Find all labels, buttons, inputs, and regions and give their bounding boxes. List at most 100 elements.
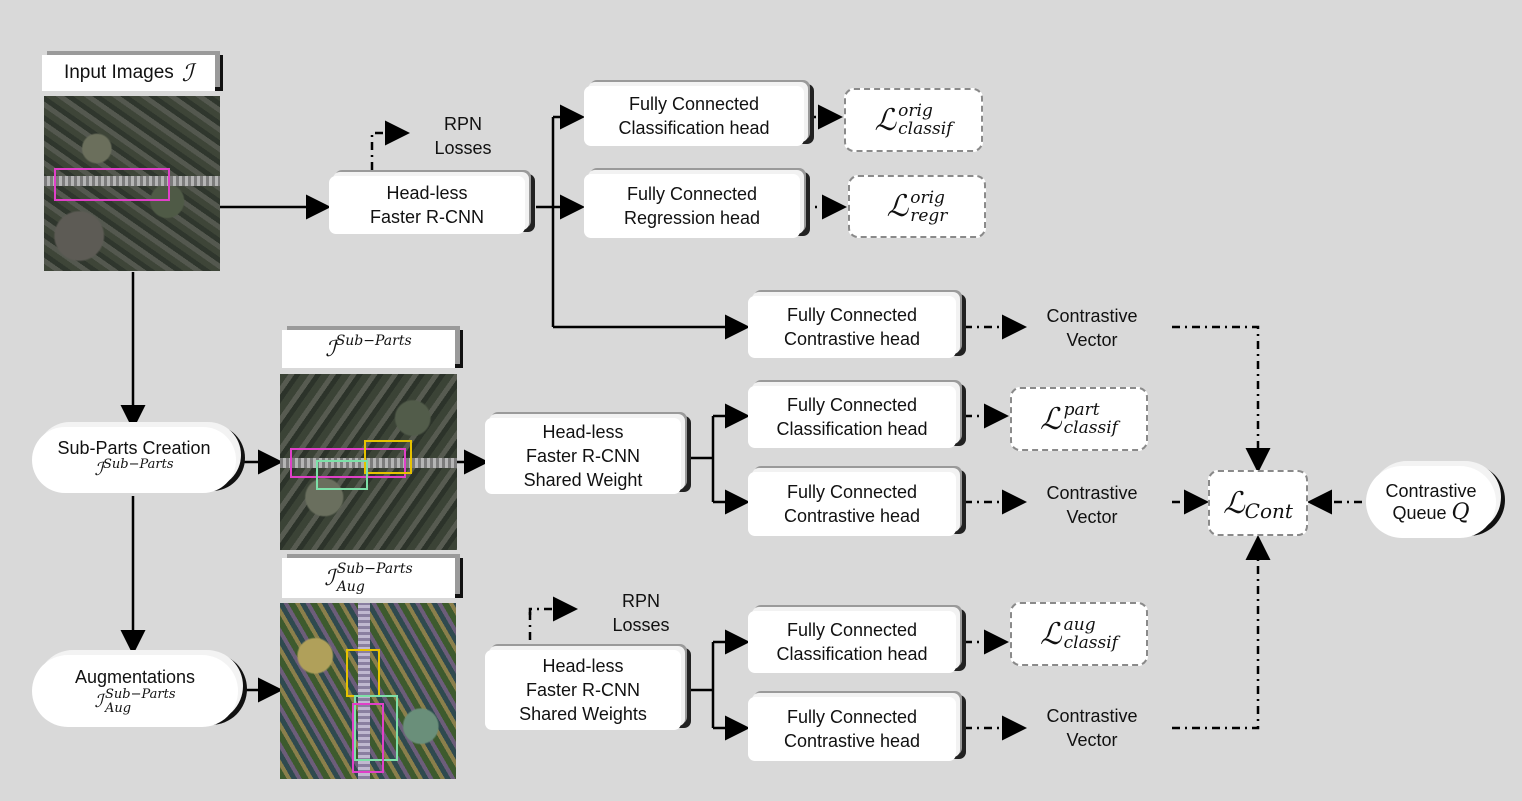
line1: Fully Connected bbox=[786, 395, 918, 415]
rpn-losses-bottom: RPN Losses bbox=[612, 591, 670, 635]
input-images-symbol: ℐ bbox=[181, 59, 194, 87]
line2: Faster R-CNN bbox=[369, 207, 484, 227]
line3: Shared Weights bbox=[519, 704, 647, 724]
line2: Classification head bbox=[618, 118, 770, 138]
line2: Faster R-CNN bbox=[525, 680, 640, 700]
rpn-losses-top: RPN Losses bbox=[434, 114, 492, 158]
line2: Vector bbox=[1066, 330, 1118, 350]
aug-image-label: ℐ Sub−Parts Aug bbox=[282, 558, 455, 598]
queue-line2: Queue bbox=[1392, 503, 1447, 523]
line1: Fully Connected bbox=[786, 707, 918, 727]
fc-classification-head-mid: Fully Connected Classification head bbox=[748, 386, 956, 448]
loss-symbol: ℒ bbox=[1223, 485, 1245, 521]
headless-faster-rcnn-shared: Head-less Faster R-CNN Shared Weight bbox=[485, 418, 681, 494]
loss-sub: Cont bbox=[1244, 499, 1293, 523]
fc-contrastive-head-mid: Fully Connected Contrastive head bbox=[748, 472, 956, 536]
headless-faster-rcnn-top: Head-less Faster R-CNN bbox=[329, 176, 525, 234]
aug-sup: Sub−Parts bbox=[336, 561, 413, 577]
line2: Classification head bbox=[776, 419, 928, 439]
line2: Classification head bbox=[776, 644, 928, 664]
queue-symbol: Q bbox=[1451, 500, 1470, 525]
input-images-label: Input Images ℐ bbox=[42, 55, 215, 91]
loss-sup: part bbox=[1063, 400, 1100, 420]
line2: Contrastive head bbox=[783, 731, 921, 751]
subparts-sup: Sub−Parts bbox=[335, 333, 412, 349]
loss-contrastive: ℒ Cont bbox=[1208, 470, 1308, 536]
line2: Contrastive head bbox=[783, 329, 921, 349]
queue-line1: Contrastive bbox=[1385, 481, 1477, 501]
input-satellite-image bbox=[44, 96, 220, 271]
loss-sup: orig bbox=[898, 101, 933, 121]
headless-faster-rcnn-shared-aug: Head-less Faster R-CNN Shared Weights bbox=[485, 650, 681, 730]
fc-regression-head-top: Fully Connected Regression head bbox=[584, 174, 800, 238]
line2: Faster R-CNN bbox=[525, 446, 640, 466]
railway-track bbox=[280, 458, 457, 468]
loss-sup: aug bbox=[1063, 615, 1096, 635]
line1: Fully Connected bbox=[628, 94, 760, 114]
loss-symbol: ℒ bbox=[874, 102, 897, 138]
railway-track bbox=[44, 176, 220, 186]
subparts-creation-label: Sub-Parts Creation bbox=[57, 438, 211, 458]
subparts-creation-symbol: ℐ bbox=[94, 459, 103, 480]
subparts-image-label: ℐ Sub−Parts bbox=[282, 330, 455, 368]
line1: Fully Connected bbox=[786, 620, 918, 640]
bounding-box bbox=[364, 440, 412, 474]
line1: Head-less bbox=[386, 183, 468, 203]
subparts-creation-sup: Sub−Parts bbox=[102, 457, 174, 472]
bounding-box bbox=[290, 448, 406, 478]
line1: Fully Connected bbox=[786, 305, 918, 325]
loss-sub: classif bbox=[1063, 633, 1118, 653]
line2: Vector bbox=[1066, 730, 1118, 750]
loss-sup: orig bbox=[910, 187, 945, 208]
subparts-creation-node: Sub-Parts Creation ℐSub−Parts bbox=[32, 427, 236, 493]
augmentations-sub: Aug bbox=[104, 701, 132, 716]
line1: Fully Connected bbox=[626, 184, 758, 204]
augmentations-symbol: ℐ bbox=[94, 691, 103, 712]
fc-classification-head-bot: Fully Connected Classification head bbox=[748, 611, 956, 673]
line1: Fully Connected bbox=[786, 482, 918, 502]
loss-symbol: ℒ bbox=[886, 189, 909, 224]
bounding-box bbox=[352, 703, 384, 773]
fc-contrastive-head-bot: Fully Connected Contrastive head bbox=[748, 697, 956, 761]
subparts-satellite-image bbox=[280, 374, 457, 550]
augmentations-label: Augmentations bbox=[74, 667, 196, 687]
loss-sub: classif bbox=[1063, 418, 1118, 438]
fc-classification-head-top: Fully Connected Classification head bbox=[584, 86, 804, 146]
bounding-box bbox=[316, 460, 368, 490]
line2: Regression head bbox=[623, 208, 761, 228]
bounding-box bbox=[346, 649, 380, 697]
line2: Vector bbox=[1066, 507, 1118, 527]
subparts-symbol: ℐ bbox=[325, 336, 336, 362]
augmentations-sup: Sub−Parts bbox=[104, 687, 176, 702]
loss-symbol: ℒ bbox=[1040, 616, 1062, 652]
aug-sub: Aug bbox=[336, 579, 365, 595]
line3: Shared Weight bbox=[523, 470, 643, 490]
augmented-satellite-image bbox=[280, 603, 456, 779]
line1: Contrastive bbox=[1046, 306, 1138, 326]
line2: Contrastive head bbox=[783, 506, 921, 526]
aug-supsub: Sub−Parts Aug bbox=[337, 560, 413, 596]
line1: Head-less bbox=[542, 656, 624, 676]
loss-sub: regr bbox=[910, 205, 948, 226]
contrastive-vector-mid: Contrastive Vector bbox=[1028, 481, 1156, 529]
bounding-box bbox=[54, 168, 170, 201]
line1: Contrastive bbox=[1046, 483, 1138, 503]
input-images-text: Input Images bbox=[63, 62, 174, 83]
bounding-box bbox=[354, 695, 398, 761]
loss-sub: classif bbox=[898, 119, 953, 139]
fc-contrastive-head-top: Fully Connected Contrastive head bbox=[748, 296, 956, 358]
contrastive-queue-node: Contrastive Queue Q bbox=[1366, 466, 1496, 538]
contrastive-vector-top: Contrastive Vector bbox=[1028, 304, 1156, 352]
loss-symbol: ℒ bbox=[1040, 401, 1062, 437]
aug-symbol: ℐ bbox=[324, 565, 335, 591]
contrastive-vector-bot: Contrastive Vector bbox=[1028, 704, 1156, 752]
railway-track bbox=[358, 603, 370, 779]
line1: Contrastive bbox=[1046, 706, 1138, 726]
line1: Head-less bbox=[542, 422, 624, 442]
